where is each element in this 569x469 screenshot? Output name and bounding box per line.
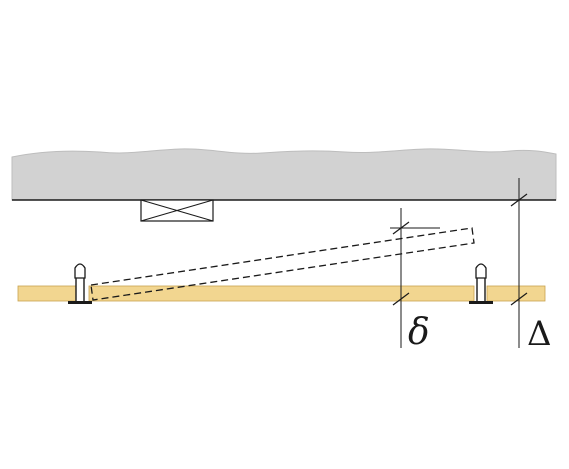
tilted-panel-outline: [90, 227, 475, 301]
concrete-slab: [11, 148, 557, 201]
ceiling-panel-center: [88, 285, 475, 302]
ceiling-panel-left: [17, 285, 77, 302]
big-delta-dimension: [510, 178, 528, 348]
big-delta-label: Δ: [527, 314, 552, 354]
small-delta-dimension: [390, 208, 440, 348]
small-delta-label: δ: [408, 312, 430, 353]
suspension-clip-icon: [469, 263, 493, 304]
suspension-clip-icon: [68, 263, 92, 304]
ceiling-panel-right: [486, 285, 546, 302]
crossed-box-icon: [140, 199, 214, 222]
